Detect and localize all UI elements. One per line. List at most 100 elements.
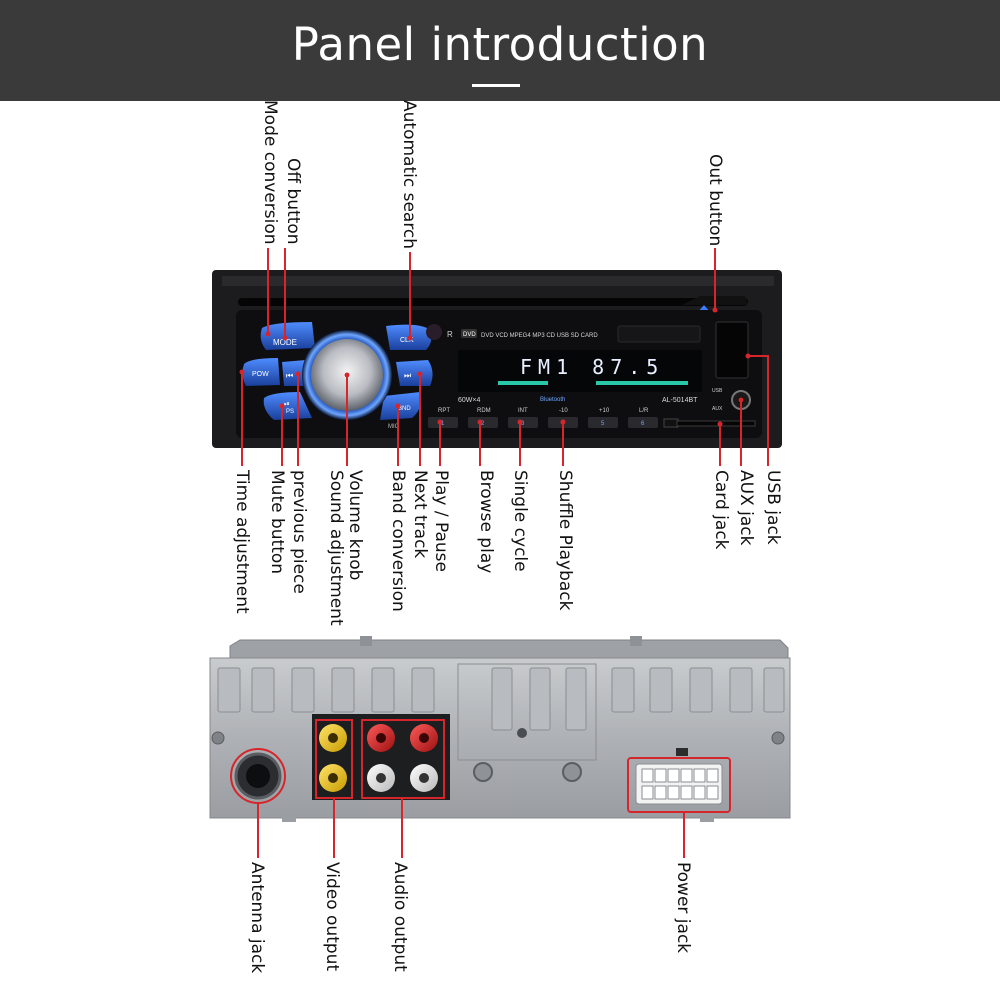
- dvd-logo-box: [461, 329, 477, 338]
- rear-tab-left: [360, 636, 372, 646]
- label-single-cycle: Single cycle: [510, 470, 530, 572]
- next-button: [396, 360, 433, 386]
- label-automatic-search: Automatic search: [399, 100, 419, 250]
- label-off-button: Off button: [283, 158, 303, 245]
- svg-text:RPT: RPT: [438, 408, 450, 414]
- r-mark: R: [447, 330, 453, 339]
- pow-button-text: POW: [252, 371, 269, 378]
- label-antenna-jack: Antenna jack: [247, 862, 267, 974]
- mode-button: [260, 322, 315, 350]
- label-card-jack: Card jack: [711, 470, 731, 550]
- card-icon: [663, 418, 679, 428]
- label-volume-knob: Volume knob: [345, 470, 365, 581]
- label-band-conversion: Band conversion: [388, 470, 408, 612]
- band-button-text: BND: [398, 406, 411, 412]
- preset-button-3: INT 3: [508, 408, 538, 428]
- center-screw-left: [473, 762, 493, 782]
- pow-button: [242, 358, 280, 386]
- label-aux-jack: AUX jack: [736, 470, 756, 546]
- svg-text:+10: +10: [599, 408, 610, 414]
- rear-panel: [209, 636, 791, 822]
- mode-button-text: MODE: [273, 338, 297, 347]
- header-bar: Panel introduction: [0, 0, 1000, 101]
- lcd-eq-left: [498, 381, 548, 385]
- ps-button-play: ⏯: [284, 400, 290, 408]
- front-callout-dots: [239, 307, 751, 427]
- rear-top-rail: [229, 639, 789, 661]
- svg-text:INT: INT: [518, 408, 528, 414]
- left-screw: [211, 731, 225, 745]
- label-previous-piece: previous piece: [289, 470, 309, 594]
- usb-port: [715, 321, 749, 379]
- label-video-output: Video output: [322, 862, 342, 972]
- card-slot: [676, 420, 756, 427]
- prev-button-text: ⏮: [286, 371, 293, 380]
- rca-audio-white-1: [367, 764, 395, 792]
- label-shuffle-playback: Shuffle Playback: [555, 470, 575, 611]
- rear-tab-right: [630, 636, 642, 646]
- rca-video-bottom: [319, 764, 347, 792]
- front-callouts: [241, 248, 769, 466]
- dvd-logo: DVD: [463, 332, 476, 338]
- label-sound-adjustment: Sound adjustment: [326, 470, 346, 626]
- svg-text:-10: -10: [559, 408, 568, 414]
- center-screw-right: [562, 762, 582, 782]
- power-pins: [641, 768, 719, 800]
- rca-audio-red-1: [367, 724, 395, 752]
- antenna-jack-core: [246, 764, 270, 788]
- label-next-track: Next track: [410, 470, 430, 559]
- formats-text: DVD VCD MPEG4 MP3 CD USB SD CARD: [481, 333, 598, 339]
- callout-power-box: [627, 757, 731, 813]
- label-power-jack: Power jack: [673, 862, 693, 954]
- power-key: [676, 748, 688, 756]
- disc-slot: [238, 298, 748, 306]
- ps-button: [263, 392, 312, 420]
- svg-text:2: 2: [481, 421, 485, 427]
- rca-audio-red-2: [410, 724, 438, 752]
- preset-buttons: RPT 1 RDM 2 INT 3 -10 4 +10: [428, 408, 658, 428]
- mic-text: MIC: [388, 424, 400, 430]
- aux-text: AUX: [712, 406, 723, 412]
- label-audio-output: Audio output: [390, 862, 410, 972]
- label-out-button: Out button: [705, 154, 725, 247]
- page-title: Panel introduction: [291, 18, 709, 71]
- next-button-text: ⏭: [404, 371, 411, 380]
- preset-button-5: +10 5: [588, 408, 618, 428]
- label-browse-play: Browse play: [476, 470, 496, 574]
- rear-foot-right: [700, 816, 714, 822]
- rca-audio-white-2: [410, 764, 438, 792]
- usb-text: USB: [712, 388, 723, 394]
- lcd-eq-right: [596, 381, 688, 385]
- rca-video-top: [319, 724, 347, 752]
- title-underline: [472, 84, 520, 87]
- svg-text:1: 1: [441, 421, 445, 427]
- right-screw: [771, 731, 785, 745]
- info-window: [617, 325, 701, 343]
- clk-button-text: CLK: [400, 337, 414, 344]
- svg-text:6: 6: [641, 421, 645, 427]
- svg-text:5: 5: [601, 421, 605, 427]
- label-mute-button: Mute button: [267, 470, 287, 575]
- lcd-text: FM1 87.5: [520, 355, 664, 379]
- rear-center-recess: [457, 663, 597, 761]
- svg-text:RDM: RDM: [477, 408, 491, 414]
- svg-text:3: 3: [521, 421, 525, 427]
- preset-button-1: RPT 1: [428, 408, 458, 428]
- label-mode-conversion: Mode conversion: [260, 100, 280, 245]
- label-play-pause: Play / Pause: [431, 470, 451, 572]
- rear-vents: [217, 667, 785, 731]
- rear-center-hole: [517, 728, 527, 738]
- preset-button-6: L/R 6: [628, 408, 658, 428]
- preset-button-2: RDM 2: [468, 408, 498, 428]
- label-time-adjustment: Time adjustment: [232, 470, 252, 614]
- model-text: AL-5014BT: [662, 397, 698, 404]
- rear-foot-left: [282, 816, 296, 822]
- ps-button-text: PS: [286, 409, 294, 415]
- power-rating: 60W×4: [458, 397, 480, 404]
- svg-text:L/R: L/R: [639, 408, 649, 414]
- ir-sensor: [426, 324, 442, 340]
- rear-callouts: [230, 719, 731, 858]
- callout-usb: [748, 355, 769, 466]
- label-usb-jack: USB jack: [763, 470, 783, 545]
